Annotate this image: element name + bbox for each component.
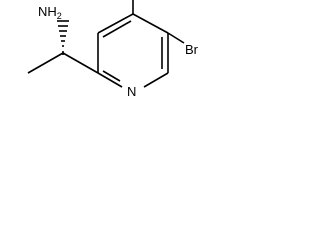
bond-c5-bromine <box>167 32 185 44</box>
ring-nitrogen-label: N <box>127 84 136 99</box>
ring-bond-c4-c5 <box>132 13 169 34</box>
ring-bond-c3-c4 <box>97 13 134 34</box>
ring-bond-n1-c2-inner <box>102 70 121 82</box>
hashed-wedge-bond-amine <box>57 20 69 55</box>
amine-label: NH2 <box>38 4 62 21</box>
chemical-structure-diagram: NH2 N Br <box>27 0 199 99</box>
ring-bond-c6-n1 <box>143 72 169 88</box>
bromine-label: Br <box>185 42 199 57</box>
ring-bond-c3-c4-inner <box>102 20 132 38</box>
bond-chiral-methyl <box>27 52 64 74</box>
ring-bond-n1-c2 <box>97 72 123 88</box>
bond-c2-chiral-carbon <box>62 52 99 74</box>
